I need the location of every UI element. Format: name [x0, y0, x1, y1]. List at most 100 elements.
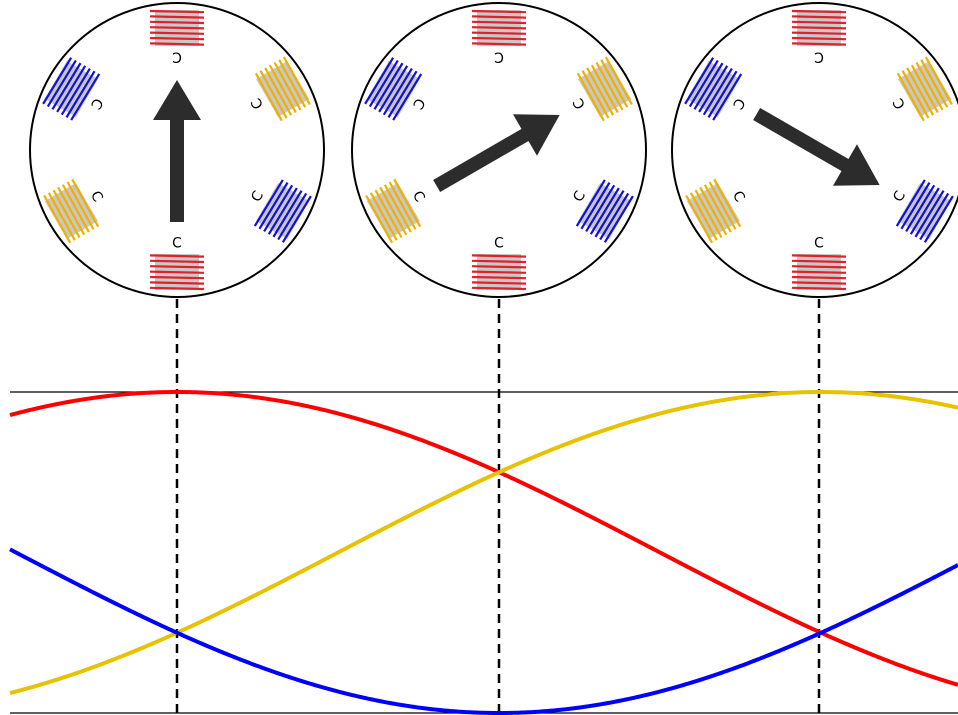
- coil-winding: [149, 20, 205, 25]
- coil-winding: [149, 15, 205, 19]
- coil-winding: [282, 56, 311, 106]
- coil-icon: [576, 56, 633, 122]
- coil-winding: [699, 186, 728, 236]
- coil-icon: [575, 179, 634, 243]
- coil-winding: [791, 36, 847, 41]
- rotation-symbol-icon: Ↄ: [814, 233, 824, 249]
- arrow-shaft: [170, 114, 184, 222]
- coil-winding: [149, 281, 205, 285]
- coil-winding: [590, 64, 619, 114]
- coil-winding: [791, 9, 847, 14]
- coil-winding: [791, 31, 847, 35]
- coil-icon: [43, 178, 100, 244]
- coil-winding: [149, 26, 205, 30]
- coil-winding: [896, 72, 925, 122]
- coil-icon: [149, 254, 205, 291]
- coil-winding: [51, 62, 82, 110]
- coil-winding: [471, 281, 527, 285]
- coil-icon: [42, 57, 101, 121]
- coil-winding: [278, 59, 307, 108]
- coil-winding: [471, 15, 527, 19]
- rotation-symbol-icon: Ↄ: [814, 51, 824, 67]
- coil-icon: [685, 178, 742, 244]
- coil-icon: [254, 56, 311, 122]
- coil-winding: [603, 195, 634, 243]
- rotation-symbol-icon: Ↄ: [494, 233, 504, 249]
- coil-icon: [253, 179, 312, 243]
- coil-icon: [471, 9, 527, 46]
- coil-winding: [149, 36, 205, 41]
- coil-winding: [791, 281, 847, 285]
- coil-winding: [379, 186, 408, 236]
- coil-winding: [713, 178, 742, 228]
- arrow-shaft: [753, 107, 854, 175]
- coil-winding: [707, 70, 738, 118]
- coil-winding: [595, 61, 624, 111]
- coil-icon: [895, 179, 954, 243]
- coil-winding: [388, 181, 417, 230]
- coil-winding: [791, 20, 847, 25]
- coil-winding: [149, 254, 205, 258]
- coil-winding: [698, 65, 729, 113]
- coil-winding: [594, 190, 625, 238]
- coil-winding: [259, 70, 288, 119]
- coil-winding: [703, 184, 732, 233]
- coil-winding: [471, 42, 527, 46]
- coil-winding: [149, 31, 205, 35]
- coil-winding: [65, 70, 96, 118]
- coil-winding: [901, 70, 930, 119]
- coil-winding: [600, 59, 629, 108]
- coil-winding: [471, 31, 527, 35]
- coil-winding: [281, 195, 312, 243]
- coil-winding: [46, 59, 77, 108]
- coil-winding: [47, 192, 76, 241]
- coil-winding: [383, 184, 412, 233]
- arrow-head: [153, 80, 201, 120]
- coil-winding: [581, 70, 610, 119]
- coil-winding: [368, 59, 399, 108]
- coil-icon: [684, 57, 743, 121]
- coil-winding: [258, 182, 289, 230]
- coil-winding: [586, 67, 615, 116]
- coil-winding: [387, 70, 418, 118]
- arrow-shaft: [433, 125, 534, 193]
- coil-winding: [149, 286, 205, 291]
- coil-winding: [149, 270, 205, 274]
- coil-winding: [693, 62, 724, 110]
- coil-winding: [689, 192, 718, 241]
- field-arrow-icon: [753, 107, 880, 186]
- coil-winding: [277, 192, 308, 241]
- coil-winding: [910, 64, 939, 114]
- coil-winding: [43, 194, 72, 244]
- coil-winding: [471, 270, 527, 274]
- coil-winding: [70, 73, 101, 121]
- coil-winding: [471, 265, 527, 269]
- coil-winding: [264, 67, 293, 116]
- coil-winding: [364, 57, 395, 105]
- coil-icon: [364, 57, 423, 121]
- coil-winding: [791, 286, 847, 291]
- coil-winding: [684, 57, 715, 105]
- coil-winding: [712, 73, 743, 121]
- coil-winding: [71, 178, 100, 228]
- waveform-graph: [9, 299, 958, 715]
- coil-winding: [791, 275, 847, 280]
- coil-winding: [471, 26, 527, 30]
- coil-winding: [688, 59, 719, 108]
- coil-winding: [56, 65, 87, 113]
- phase-curve-blue: [9, 547, 958, 715]
- phase-curve-red: [9, 390, 958, 687]
- coil-winding: [920, 59, 949, 108]
- coil-icon: [896, 56, 953, 122]
- field-arrow-icon: [433, 114, 560, 193]
- coil-winding: [585, 184, 616, 233]
- coil-winding: [149, 259, 205, 264]
- coil-winding: [66, 181, 95, 230]
- coil-winding: [42, 57, 73, 105]
- coil-winding: [273, 61, 302, 111]
- coil-winding: [378, 65, 409, 113]
- rotation-symbol-icon: Ↄ: [172, 51, 182, 67]
- coil-winding: [791, 42, 847, 46]
- coil-winding: [708, 181, 737, 230]
